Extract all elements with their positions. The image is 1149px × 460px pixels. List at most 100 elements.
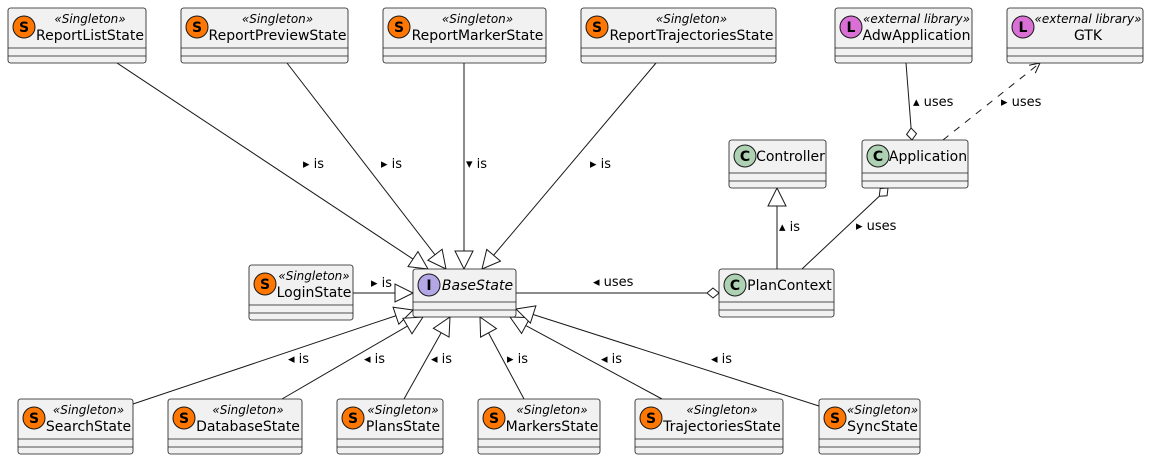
relation-report-list-state-to-base-state — [116, 62, 429, 270]
singleton-badge-icon: S — [22, 406, 46, 430]
relation-line — [286, 62, 436, 256]
relation-label: ▸ uses — [856, 219, 897, 234]
inheritance-arrowhead — [481, 248, 502, 270]
inheritance-arrowhead — [509, 316, 531, 335]
relation-report-trajectories-state-to-base-state — [481, 62, 657, 270]
relation-line — [403, 332, 442, 400]
inheritance-arrowhead — [454, 250, 474, 271]
class-box-frame — [7, 7, 147, 64]
relation-line — [116, 62, 414, 260]
stereotype-label: «external library» — [1034, 12, 1141, 26]
class-box-frame — [17, 398, 134, 455]
class-box-trajectories-state: S «Singleton» TrajectoriesState — [634, 398, 784, 455]
relation-label: ◂ is — [288, 352, 309, 367]
inheritance-arrowhead — [514, 305, 537, 324]
relation-line — [532, 314, 820, 407]
class-box-login-state: S«Singleton»LoginState — [248, 264, 354, 321]
relation-search-state-to-base-state — [132, 306, 415, 405]
class-name: ReportPreviewState — [209, 28, 347, 44]
stereotype-label: «Singleton» — [212, 403, 283, 417]
singleton-badge-icon: S — [639, 406, 663, 430]
class-box-report-trajectories-state: S«Singleton»ReportTrajectoriesState — [580, 7, 777, 64]
badge-letter: C — [873, 149, 883, 165]
relation-label: ▸ is — [381, 157, 402, 172]
badge-letter: S — [19, 20, 29, 36]
aggregation-diamond — [905, 127, 918, 141]
relation-label: ▸ is — [507, 352, 528, 367]
aggregation-diamond — [706, 287, 720, 299]
class-name: ReportListState — [36, 28, 144, 44]
inheritance-arrowhead — [432, 316, 451, 338]
class-name: ReportTrajectoriesState — [609, 28, 773, 44]
class-name: GTK — [1074, 28, 1103, 44]
class-box-frame — [382, 7, 547, 64]
library-badge-icon: L — [839, 15, 863, 39]
stereotype-label: «Singleton» — [278, 269, 349, 283]
relation-label: ◂ is — [364, 352, 385, 367]
relation-label: ◂ is — [431, 352, 452, 367]
badge-letter: L — [1019, 20, 1028, 36]
class-box-application: C Application — [861, 139, 969, 189]
relation-database-state-to-base-state — [281, 316, 424, 400]
class-badge-icon: C — [723, 273, 747, 297]
badge-letter: S — [489, 411, 499, 427]
stereotype-label: «Singleton» — [53, 403, 124, 417]
relation-report-preview-state-to-base-state — [286, 62, 447, 270]
class-name: Application — [889, 149, 967, 165]
stereotype-label: «Singleton» — [242, 12, 313, 26]
class-name: PlanContext — [747, 278, 832, 294]
relation-label: ▸ uses — [1001, 95, 1042, 110]
class-name: Controller — [756, 149, 825, 165]
relation-label: ▸ is — [590, 157, 611, 172]
relation-label: ▾ is — [466, 157, 487, 172]
relation-line — [942, 62, 1041, 141]
class-box-frame — [336, 398, 444, 455]
badge-letter: S — [260, 277, 270, 293]
badge-letter: C — [730, 278, 740, 294]
class-box-report-list-state: S «Singleton» ReportListState — [7, 7, 147, 64]
class-box-plan-context: C PlanContext — [718, 268, 835, 318]
singleton-badge-icon: S — [253, 272, 277, 296]
class-name: TrajectoriesState — [662, 419, 781, 435]
stereotype-label: «Singleton» — [54, 12, 125, 26]
class-box-frame — [634, 398, 784, 455]
relation-sync-state-to-base-state — [514, 305, 820, 407]
badge-letter: S — [348, 411, 358, 427]
stereotype-label: «Singleton» — [847, 403, 918, 417]
relation-label: ▸ is — [303, 157, 324, 172]
relation-label: ▴ uses — [913, 95, 954, 110]
class-box-frame — [167, 398, 303, 455]
stereotype-label: «Singleton» — [516, 403, 587, 417]
class-box-frame — [718, 268, 835, 318]
class-name: AdwApplication — [863, 28, 971, 44]
class-name: MarkersState — [506, 419, 599, 435]
badge-letter: S — [646, 411, 656, 427]
class-box-database-state: S «Singleton» DatabaseState — [167, 398, 303, 455]
class-name: SyncState — [847, 419, 918, 435]
badge-letter: S — [592, 20, 602, 36]
stereotype-label: «Singleton» — [442, 12, 513, 26]
class-box-report-preview-state: S«Singleton»ReportPreviewState — [180, 7, 349, 64]
class-box-search-state: S «Singleton» SearchState — [17, 398, 134, 455]
class-box-frame — [180, 7, 349, 64]
dependency-arrowhead — [1028, 62, 1041, 74]
class-name: DatabaseState — [196, 419, 300, 435]
badge-letter: S — [29, 411, 39, 427]
interface-badge-icon: I — [417, 273, 441, 297]
badge-letter: I — [426, 278, 431, 294]
stereotype-label: «Singleton» — [686, 403, 757, 417]
relation-label: ◂ is — [601, 352, 622, 367]
singleton-badge-icon: S — [387, 15, 411, 39]
inheritance-arrowhead — [402, 316, 424, 335]
inheritance-arrowhead — [767, 186, 787, 207]
class-name: SearchState — [46, 419, 131, 435]
stereotype-label: «external library» — [863, 12, 970, 26]
singleton-badge-icon: S — [482, 406, 506, 430]
inheritance-arrowhead — [479, 316, 498, 338]
singleton-badge-icon: S — [172, 406, 196, 430]
class-badge-icon: C — [866, 144, 890, 168]
class-box-plans-state: S«Singleton»PlansState — [336, 398, 444, 455]
